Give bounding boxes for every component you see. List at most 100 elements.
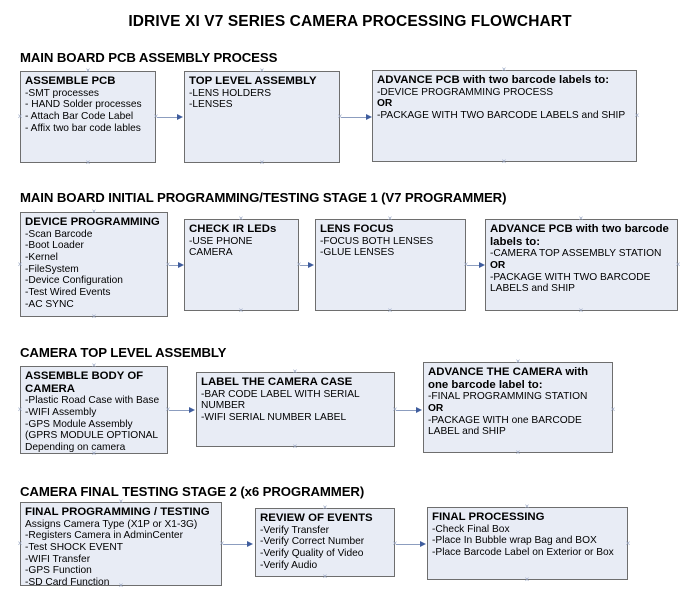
connection-point <box>634 113 640 119</box>
connection-point <box>387 216 393 222</box>
connector-arrow-icon <box>366 114 372 120</box>
connection-point <box>392 541 398 547</box>
connection-point <box>85 68 91 74</box>
connection-point <box>238 216 244 222</box>
connection-point <box>238 308 244 314</box>
node-line: -Registers Camera in AdminCenter <box>25 530 183 542</box>
node-line: -LENS HOLDERS <box>189 87 272 99</box>
connector-arrow-icon <box>247 541 253 547</box>
connection-point <box>501 159 507 165</box>
connection-point <box>501 67 507 73</box>
connector-line <box>157 117 178 118</box>
connection-point <box>91 451 97 457</box>
section-header-main-board-initial-programming: MAIN BOARD INITIAL PROGRAMMING/TESTING S… <box>20 190 507 205</box>
node-line: -WIFI Transfer <box>25 553 91 565</box>
node-device-programming[interactable]: DEVICE PROGRAMMING -Scan Barcode -Boot L… <box>20 212 168 317</box>
connection-point <box>578 216 584 222</box>
node-line: -Verify Transfer <box>260 524 330 536</box>
node-line-or: OR <box>377 98 393 110</box>
connection-point <box>153 114 159 120</box>
connection-point <box>337 114 343 120</box>
connection-point <box>91 314 97 320</box>
node-line: -Device Configuration <box>25 275 123 287</box>
node-advance-pcb-two-barcode[interactable]: ADVANCE PCB with two barcode labels to: … <box>372 70 637 162</box>
connection-point <box>165 407 171 413</box>
connection-point <box>524 577 530 583</box>
node-assemble-pcb[interactable]: ASSEMBLE PCB -SMT processes - HAND Solde… <box>20 71 156 163</box>
connector-line <box>169 265 179 266</box>
connection-point <box>578 308 584 314</box>
connector-arrow-icon <box>189 407 195 413</box>
node-title: ADVANCE PCB with two barcode labels to: <box>490 223 669 248</box>
connection-point <box>292 444 298 450</box>
connector-line <box>300 265 309 266</box>
node-line: -Test SHOCK EVENT <box>25 542 123 553</box>
connection-point <box>118 499 124 505</box>
node-lens-focus[interactable]: LENS FOCUS -FOCUS BOTH LENSES -GLUE LENS… <box>315 219 466 311</box>
connector-line <box>396 410 417 411</box>
connector-line <box>169 410 190 411</box>
node-title: REVIEW OF EVENTS <box>260 512 373 524</box>
node-final-processing[interactable]: FINAL PROCESSING -Check Final Box -Place… <box>427 507 628 580</box>
node-title: ASSEMBLE BODY OF CAMERA <box>25 370 144 395</box>
node-advance-the-camera[interactable]: ADVANCE THE CAMERA with one barcode labe… <box>423 362 613 453</box>
connection-point <box>387 308 393 314</box>
node-title: LENS FOCUS <box>320 223 394 235</box>
node-final-programming-testing[interactable]: FINAL PROGRAMMING / TESTING Assigns Came… <box>20 502 222 586</box>
node-line: -PACKAGE WITH one BARCODE LABEL and SHIP <box>428 414 582 438</box>
page-title: IDRIVE XI V7 SERIES CAMERA PROCESSING FL… <box>128 13 572 30</box>
node-title: ADVANCE THE CAMERA with one barcode labe… <box>428 366 589 391</box>
connection-point <box>625 541 631 547</box>
node-assemble-body-of-camera[interactable]: ASSEMBLE BODY OF CAMERA -Plastic Road Ca… <box>20 366 168 454</box>
node-line: -Verify Audio <box>260 559 318 571</box>
node-line: -Verify Correct Number <box>260 536 365 548</box>
connection-point <box>392 407 398 413</box>
node-top-level-assembly[interactable]: TOP LEVEL ASSEMBLY -LENS HOLDERS -LENSES <box>184 71 340 163</box>
connector-line <box>223 544 248 545</box>
connector-line <box>467 265 480 266</box>
connection-point <box>610 407 616 413</box>
node-title: CHECK IR LEDs <box>189 223 277 235</box>
connection-point <box>296 262 302 268</box>
connection-point <box>515 450 521 456</box>
node-line: -Plastic Road Case with Base <box>25 395 160 407</box>
connection-point <box>17 114 23 120</box>
connection-point <box>515 359 521 365</box>
node-line: -Scan Barcode <box>25 228 93 240</box>
connection-point <box>675 262 681 268</box>
node-line: -PACKAGE WITH TWO BARCODE LABELS and SHI… <box>377 110 626 121</box>
connection-point <box>165 262 171 268</box>
node-line: -Boot Loader <box>25 240 84 252</box>
connection-point <box>259 68 265 74</box>
connection-point <box>219 541 225 547</box>
node-line: -FINAL PROGRAMMING STATION <box>428 391 588 403</box>
node-line: -PACKAGE WITH TWO BARCODE LABELS and SHI… <box>490 271 651 295</box>
node-line: (GPRS MODULE OPTIONAL <box>25 430 159 442</box>
node-label-the-camera-case[interactable]: LABEL THE CAMERA CASE -BAR CODE LABEL WI… <box>196 372 395 447</box>
node-line: -LENSES <box>189 99 233 111</box>
node-title: DEVICE PROGRAMMING <box>25 216 160 228</box>
node-check-ir-leds[interactable]: CHECK IR LEDs -USE PHONE CAMERA <box>184 219 299 311</box>
node-line: -WIFI Assembly <box>25 406 97 418</box>
node-line: -GPS Function <box>25 565 92 577</box>
node-review-of-events[interactable]: REVIEW OF EVENTS -Verify Transfer -Verif… <box>255 508 395 577</box>
node-line: -GPS Module Assembly <box>25 418 133 430</box>
node-line: -Check Final Box <box>432 523 510 535</box>
section-header-main-board-pcb-assembly: MAIN BOARD PCB ASSEMBLY PROCESS <box>20 50 278 65</box>
connection-point <box>17 407 23 413</box>
connection-point <box>91 363 97 369</box>
node-line: - Affix two bar code lables <box>25 122 141 134</box>
node-title: FINAL PROCESSING <box>432 511 545 523</box>
node-title: TOP LEVEL ASSEMBLY <box>189 75 317 87</box>
node-line: - HAND Solder processes <box>25 99 142 111</box>
node-line: -WIFI SERIAL NUMBER LABEL <box>201 412 347 423</box>
connection-point <box>463 262 469 268</box>
connector-line <box>341 117 368 118</box>
connection-point <box>292 369 298 375</box>
connection-point <box>524 504 530 510</box>
node-line: -Place In Bubble wrap Bag and BOX <box>432 535 597 547</box>
node-title: FINAL PROGRAMMING / TESTING <box>25 506 210 518</box>
node-advance-pcb-camera-top[interactable]: ADVANCE PCB with two barcode labels to: … <box>485 219 678 311</box>
node-line: -AC SYNC <box>25 298 74 310</box>
node-line: -CAMERA TOP ASSEMBLY STATION <box>490 248 662 260</box>
